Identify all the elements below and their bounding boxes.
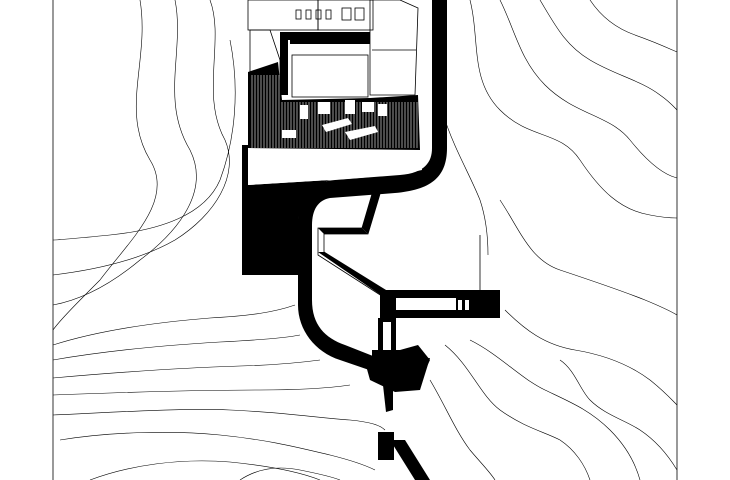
roof-opening: [282, 130, 296, 138]
sheet-frame: [52, 0, 678, 480]
contour-line: [239, 467, 341, 480]
contour-line: [59, 431, 376, 471]
landing-slab: [365, 358, 430, 392]
building-outline: [247, 0, 319, 31]
window: [325, 9, 332, 20]
roof-opening: [322, 118, 352, 132]
contour-line: [589, 0, 678, 53]
platform-surface: [248, 148, 422, 185]
window: [295, 9, 302, 20]
roof-opening: [378, 104, 387, 116]
window: [341, 7, 352, 21]
contour-line: [52, 0, 158, 331]
contour-line: [559, 359, 678, 471]
building-windows: [295, 7, 365, 21]
existing-buildings: [247, 0, 419, 141]
contour-line: [52, 359, 321, 379]
contour-line: [499, 0, 678, 179]
walkway-edge: [323, 193, 396, 297]
roof-opening: [362, 102, 374, 112]
contour-line: [89, 460, 321, 480]
walkway-edge: [317, 193, 389, 301]
contour-line: [52, 0, 197, 306]
contour-lines: [52, 0, 678, 480]
contour-line: [539, 0, 678, 111]
pavilion: [380, 235, 500, 318]
tower-base: [372, 350, 402, 362]
road-band: [298, 0, 447, 258]
walkway-path: [317, 193, 396, 301]
window: [315, 9, 322, 20]
contour-line: [469, 0, 678, 219]
contour-line: [52, 409, 386, 431]
stair-segment: [383, 385, 393, 412]
contour-line: [469, 339, 641, 480]
retaining-wall: [242, 0, 447, 372]
tower-void: [383, 322, 391, 352]
contour-line: [52, 0, 230, 276]
roof-opening: [345, 126, 378, 140]
walkway-segment: [318, 252, 395, 300]
lower-ramp: [390, 440, 430, 480]
platform-base: [242, 145, 330, 275]
lower-tower: [378, 432, 394, 460]
hatched-roof-block: [248, 62, 420, 152]
walkway-segment: [362, 194, 380, 234]
ramp-wall: [298, 258, 378, 372]
contour-line: [444, 119, 489, 256]
roof-mass: [248, 62, 420, 152]
window: [305, 9, 312, 20]
window: [354, 7, 365, 21]
roof-opening: [300, 105, 308, 119]
contour-line: [499, 199, 678, 316]
contour-line: [52, 334, 301, 361]
contour-line: [52, 39, 236, 241]
courtyard: [291, 54, 369, 98]
pavilion-window: [465, 300, 469, 310]
building-outline: [369, 0, 419, 96]
contour-line: [504, 309, 678, 406]
courtyard-wall: [290, 34, 370, 44]
pavilion-interior: [396, 298, 456, 310]
building-outline: [317, 0, 374, 31]
contour-line: [444, 344, 591, 480]
contour-line: [52, 304, 296, 346]
pavilion-window: [458, 300, 462, 310]
contour-line: [52, 384, 351, 396]
roof-opening: [318, 102, 330, 114]
roof-opening: [345, 100, 355, 114]
lower-structures: [365, 318, 430, 480]
contour-line: [429, 379, 496, 480]
walkway-segment: [318, 228, 368, 234]
